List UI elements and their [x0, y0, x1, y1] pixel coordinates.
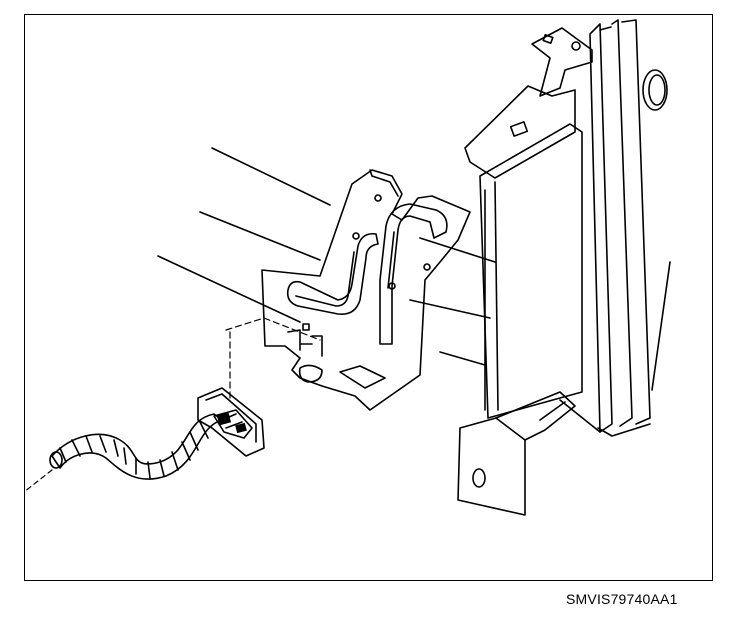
- wiring-harness: [49, 387, 265, 480]
- assembly-guide-lines: [225, 317, 321, 403]
- figure-code: SMVIS79740AA1: [566, 591, 678, 607]
- mounting-bracket: [261, 169, 471, 411]
- illustration-frame: [24, 14, 713, 581]
- harness-leader-line: [23, 469, 53, 493]
- radiator-panel: [457, 19, 671, 516]
